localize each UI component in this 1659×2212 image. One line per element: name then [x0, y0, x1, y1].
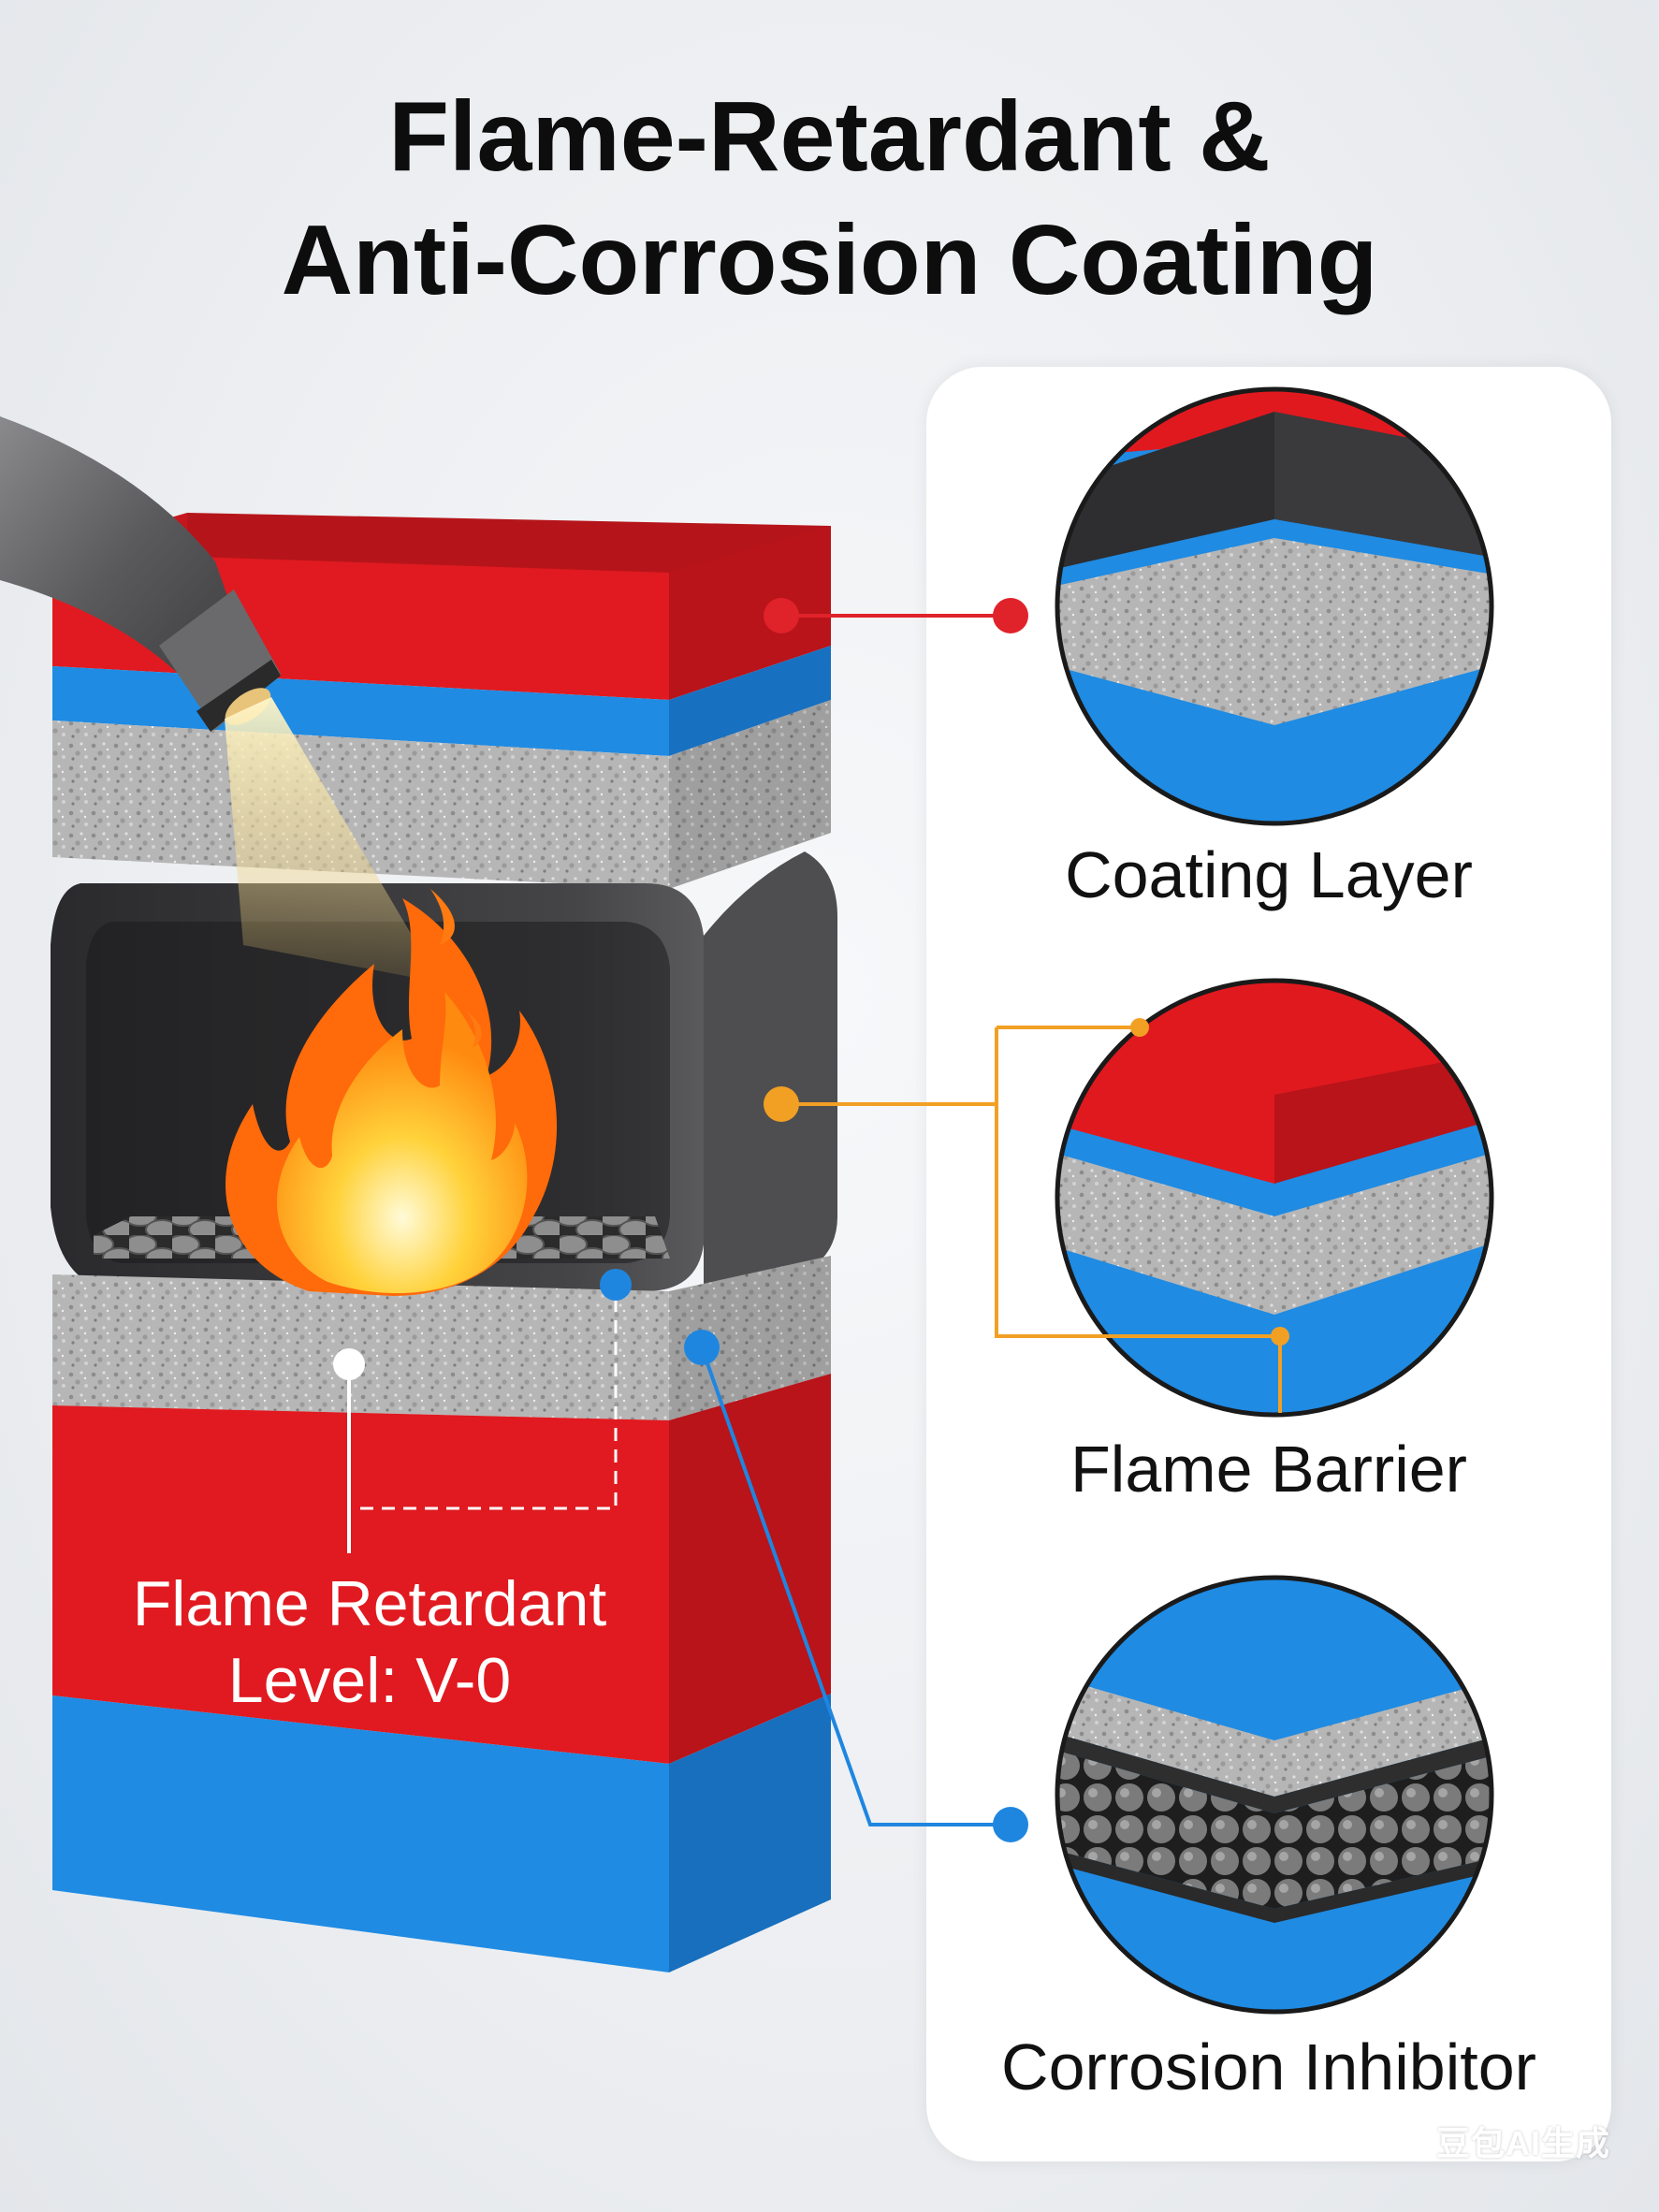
- rating-label-line-1: Flame Retardant: [132, 1568, 607, 1639]
- connector-corrosion: [684, 1330, 1028, 1842]
- rating-label-line-2: Level: V-0: [227, 1645, 512, 1716]
- callout-circle-1: [1055, 386, 1494, 826]
- spray-mist: [225, 697, 440, 982]
- callout-circle-3: [1055, 1575, 1494, 2015]
- label-coating-layer: Coating Layer: [1065, 838, 1473, 911]
- watermark: 豆包AI生成: [1435, 2124, 1610, 2162]
- title-line-1: Flame-Retardant &: [388, 81, 1271, 192]
- corrosion-inhibitor-detail: [1057, 1578, 1492, 2012]
- connector-flame-barrier: [764, 1018, 1289, 1413]
- connector-rating: [333, 1269, 632, 1553]
- callout-circle-2: [1055, 978, 1494, 1418]
- connector-coating: [764, 598, 1028, 633]
- title-line-2: Anti-Corrosion Coating: [281, 205, 1378, 315]
- flame-barrier-detail: [1057, 981, 1492, 1415]
- flame-icon: [225, 889, 558, 1296]
- spray-nozzle: [0, 416, 281, 732]
- label-corrosion-inhibitor: Corrosion Inhibitor: [1001, 2030, 1536, 2103]
- label-flame-barrier: Flame Barrier: [1070, 1433, 1467, 1506]
- coating-layer-detail: [1057, 389, 1492, 823]
